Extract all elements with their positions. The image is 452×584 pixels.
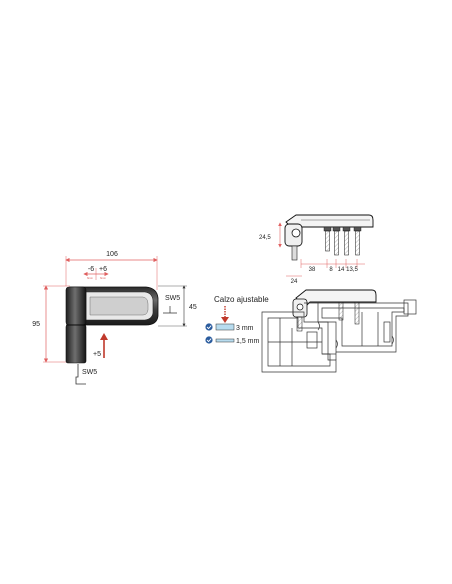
- shim-1-5mm-swatch: [215, 338, 235, 343]
- hinge-knuckle-top: [65, 286, 87, 326]
- frame-chamber: [306, 331, 318, 349]
- sash-profile-inner: [321, 307, 405, 347]
- shim-legend-title: Calzo ajustable: [214, 295, 269, 304]
- adjust-minus-sub: 6mm: [87, 276, 93, 280]
- section-screw-a: [296, 316, 303, 332]
- gasket-3: [391, 335, 394, 345]
- height-label: 95: [32, 321, 40, 328]
- adjust-minus-label: -6: [88, 266, 94, 273]
- shim-3mm-swatch: [215, 323, 235, 331]
- allen-key-top-icon: [163, 306, 177, 314]
- side-view: 24,5 38 8 14 13,5 24: [259, 214, 374, 285]
- section-knuckle-pin: [296, 303, 304, 311]
- gasket-2: [335, 339, 338, 349]
- side-pin: [291, 245, 298, 261]
- check-icon-1: [205, 323, 213, 331]
- check-icon-2: [205, 336, 213, 344]
- section-screw-c: [354, 301, 360, 325]
- side-height-label: 24,5: [259, 235, 271, 241]
- side-dim-e: 24: [291, 279, 298, 285]
- hinge-head-inner: [89, 296, 149, 316]
- width-label: 106: [106, 251, 118, 258]
- shim-3mm-label: 3 mm: [236, 325, 254, 332]
- adjust-plus-label: +6: [99, 266, 107, 273]
- sash-chamber: [383, 321, 391, 343]
- front-view: 106 -6 +6 6mm 6mm 95 45 SW5 +5 S: [32, 251, 197, 385]
- side-dim-a: 38: [309, 267, 316, 273]
- side-dim-b: 8: [329, 267, 333, 273]
- frame-profile-outline: [261, 311, 337, 373]
- vertical-adjust-arrow-head: [100, 333, 108, 340]
- allen-key-bottom-icon: [75, 364, 86, 385]
- side-dim-d: 13,5: [346, 267, 358, 273]
- shim-arrow-head: [221, 317, 229, 323]
- glazing-bead: [403, 299, 417, 315]
- head-height-label: 45: [189, 304, 197, 311]
- section-screw-b: [338, 301, 344, 321]
- key-top-label: SW5: [165, 295, 180, 302]
- vertical-adjust-label: +5: [93, 351, 101, 358]
- side-dim-c: 14: [338, 267, 345, 273]
- shim-1-5mm-label: 1,5 mm: [236, 338, 260, 345]
- check-mark-2: [206, 338, 212, 343]
- shim-legend: Calzo ajustable 3 mm 1,5 mm: [205, 295, 269, 345]
- side-knuckle-pin: [291, 228, 301, 238]
- key-bottom-label: SW5: [82, 369, 97, 376]
- gasket-1: [317, 321, 320, 331]
- section-view: [261, 289, 417, 373]
- hinge-knuckle-bottom: [65, 324, 87, 364]
- adjust-plus-sub: 6mm: [100, 276, 106, 280]
- section-hinge-body: [295, 289, 377, 308]
- check-mark-1: [206, 325, 212, 330]
- side-screws: [323, 226, 362, 256]
